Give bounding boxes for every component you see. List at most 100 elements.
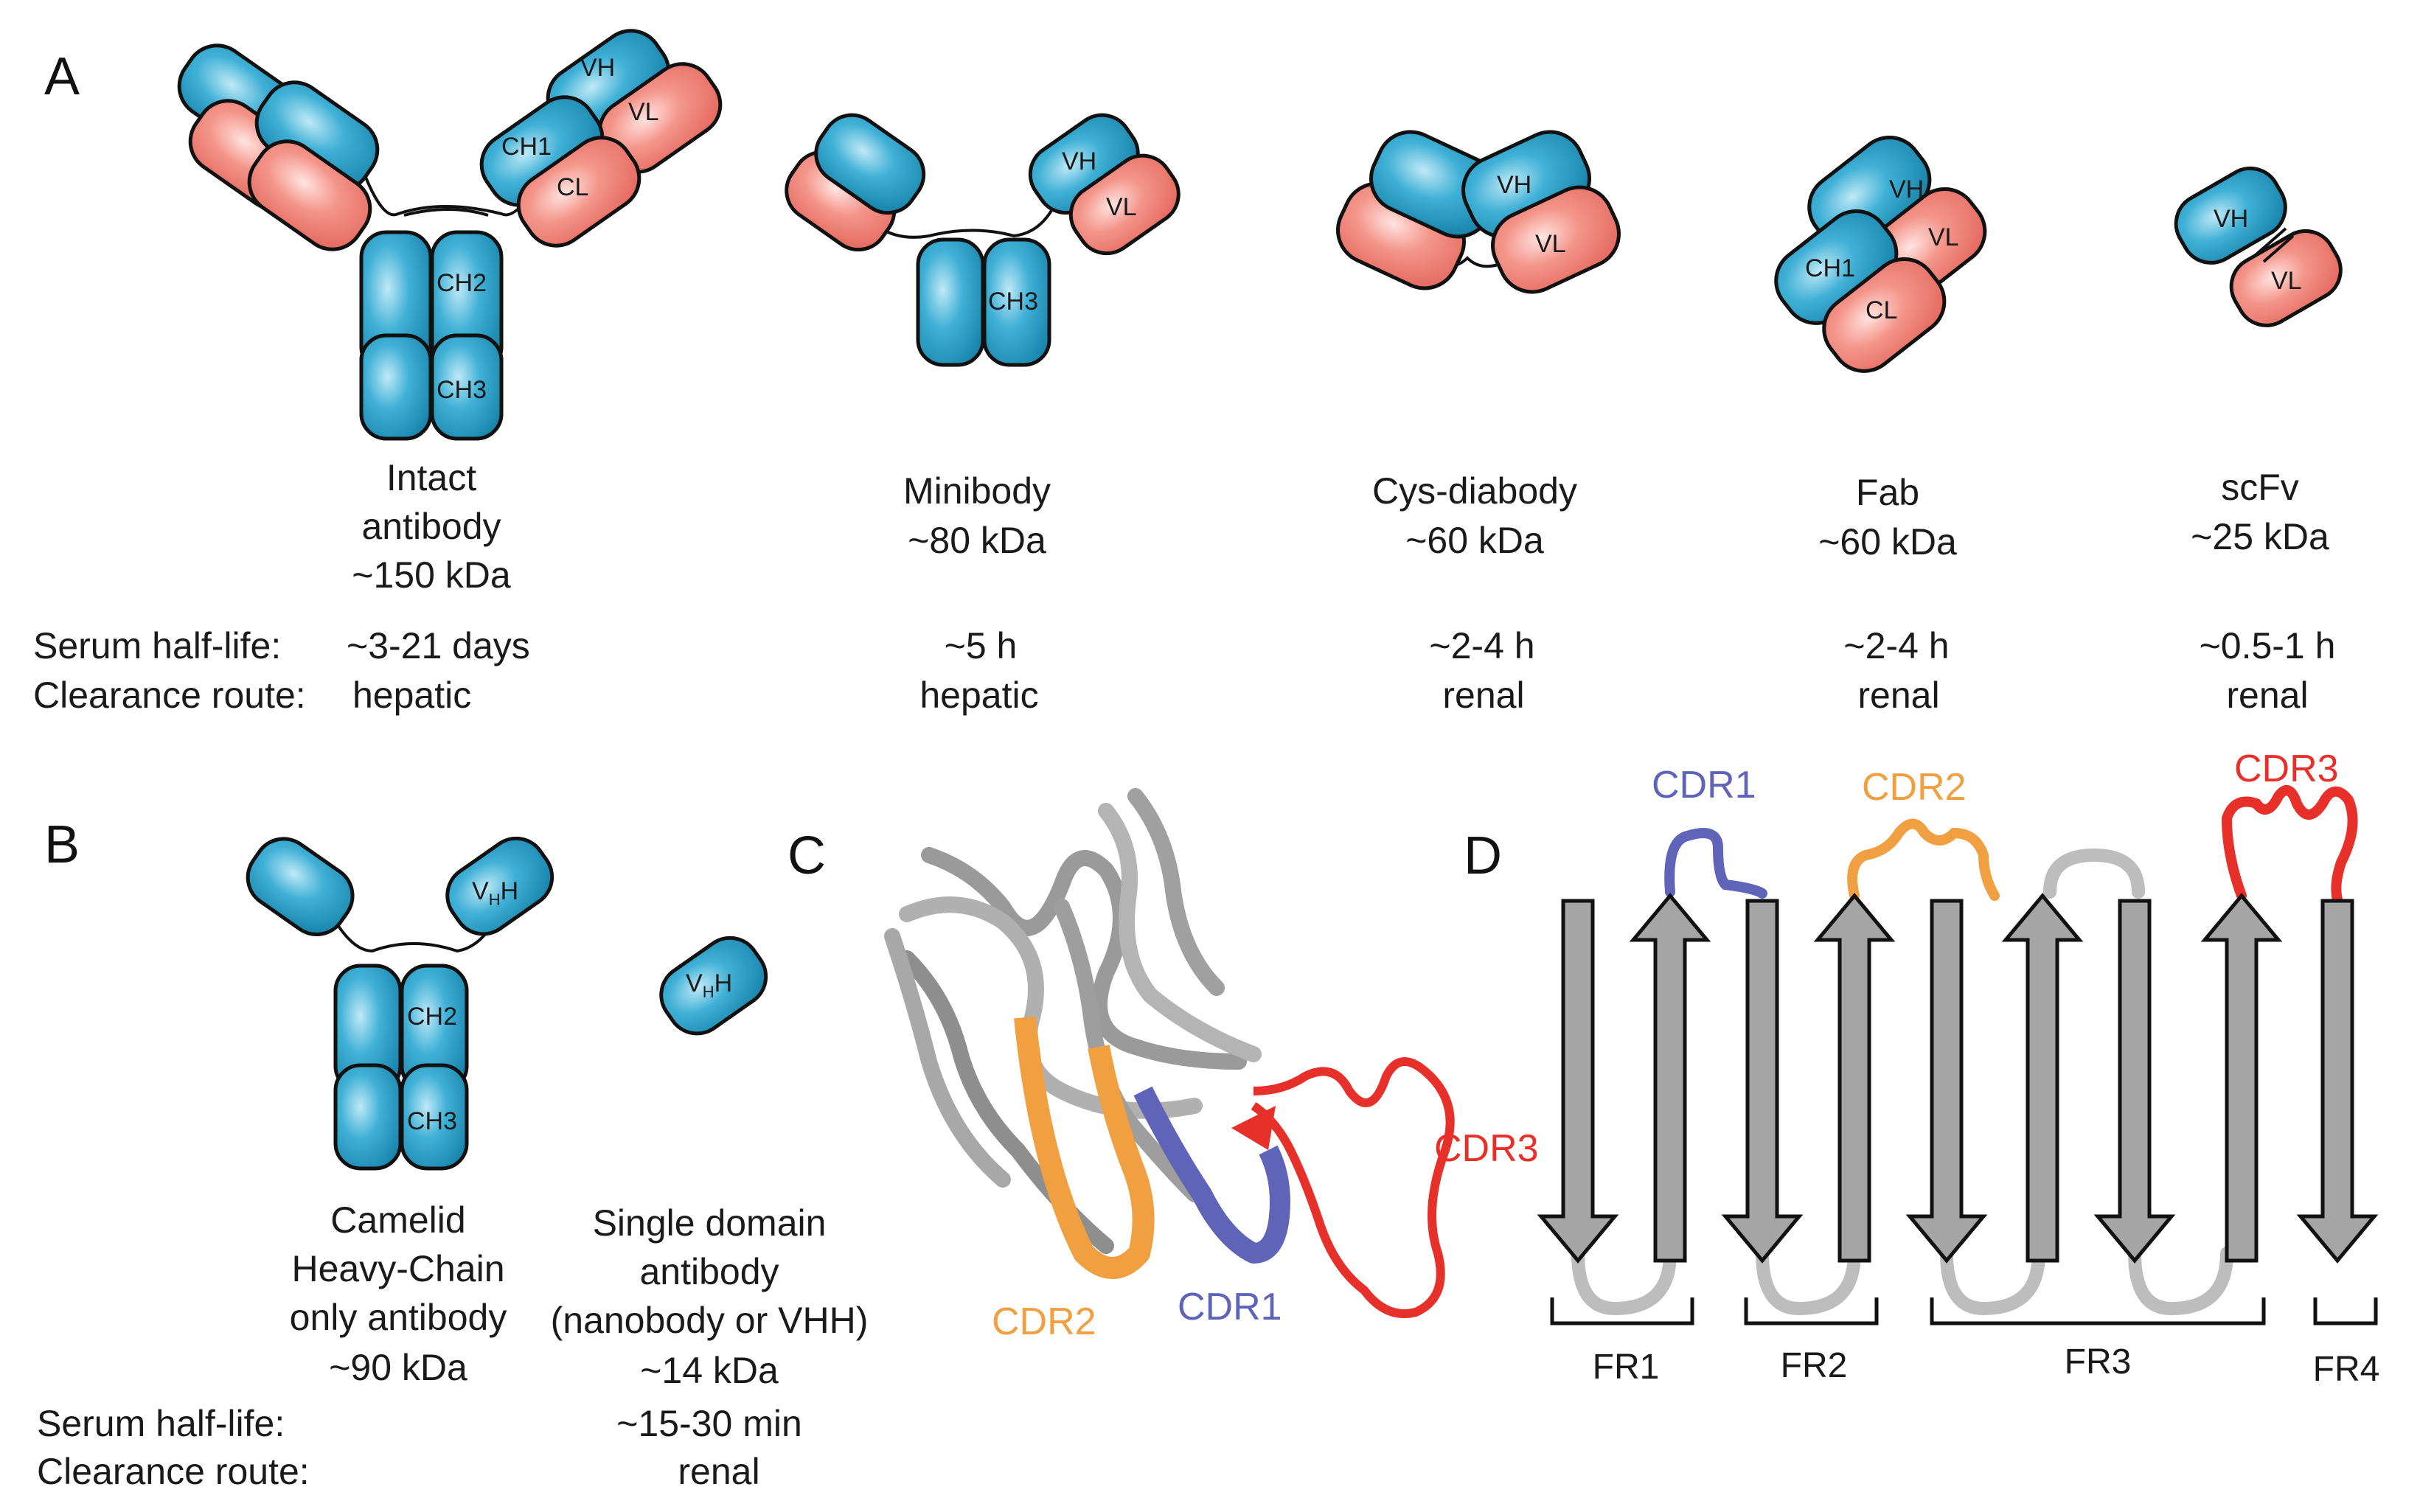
vhh-domain — [659, 936, 768, 1036]
ch3-domain — [430, 333, 504, 441]
domain-label: CH3 — [988, 288, 1038, 316]
format-mass: ~60 kDa — [1405, 520, 1544, 561]
clearance-value: renal — [1857, 675, 1939, 716]
minibody-diagram: VH VL CH3 — [785, 113, 1181, 367]
clearance-value: hepatic — [352, 675, 471, 716]
clearance-value: renal — [678, 1451, 759, 1492]
format-name: Minibody — [903, 470, 1051, 512]
half-life-value: ~2-4 h — [1429, 625, 1534, 666]
clearance-value: hepatic — [919, 675, 1038, 716]
fr4-bracket — [2313, 1297, 2378, 1325]
vh-domain — [2174, 166, 2287, 265]
vl-domain — [1491, 185, 1621, 294]
half-life-value: ~5 h — [945, 625, 1018, 666]
cdr1-label: CDR1 — [1652, 764, 1756, 806]
fr2-label: FR2 — [1781, 1346, 1848, 1385]
domain-label: VH — [1062, 147, 1096, 175]
format-mass: ~25 kDa — [2191, 516, 2329, 557]
cdr1-label: CDR1 — [1178, 1286, 1282, 1328]
cdr3-label: CDR3 — [2234, 748, 2339, 790]
scfv-diagram: VH VL — [2174, 166, 2343, 327]
format-mass: ~150 kDa — [352, 554, 511, 596]
cdr3-ribbon — [1251, 1057, 1455, 1318]
domain-label: CH2 — [437, 269, 487, 297]
domain-label: CL — [557, 173, 588, 201]
serum-half-life-label: Serum half-life: — [33, 625, 281, 666]
format-mass: ~14 kDa — [640, 1350, 779, 1391]
strand-arrow-down — [1905, 899, 1988, 1264]
cdr3-strand-arrow — [1231, 1106, 1276, 1150]
panel-d-label: D — [1464, 826, 1502, 885]
ch3-domain — [359, 333, 433, 441]
cdr3-loop — [2221, 785, 2358, 905]
serum-half-life-label: Serum half-life: — [37, 1403, 285, 1444]
panel-b-label: B — [44, 815, 80, 874]
strand-arrow-up — [1813, 893, 1896, 1263]
domain-label: CH1 — [501, 133, 552, 161]
strand-arrow-up — [1629, 893, 1711, 1263]
domain-label: CH3 — [407, 1107, 457, 1135]
cdr3-label: CDR3 — [1434, 1127, 1539, 1170]
vl-domain — [1068, 153, 1181, 256]
ch3-domain — [333, 1063, 403, 1171]
domain-label: VH — [1497, 171, 1531, 199]
cys-diabody-diagram: VH VL — [1336, 130, 1621, 294]
cdr2-label: CDR2 — [992, 1300, 1096, 1343]
format-mass: ~90 kDa — [329, 1347, 467, 1388]
domain-label: CH3 — [437, 376, 487, 404]
half-life-value: ~15-30 min — [616, 1403, 802, 1444]
clearance-value: renal — [1442, 675, 1524, 716]
fr1-bracket — [1550, 1297, 1694, 1325]
domain-label: VL — [1535, 230, 1566, 258]
fr3-label: FR3 — [2065, 1342, 2132, 1382]
cl-domain — [247, 139, 372, 251]
panel-c-label: C — [787, 826, 826, 885]
domain-label: VHH — [686, 969, 732, 1001]
half-life-value: ~0.5-1 h — [2200, 625, 2336, 666]
cdr2-label: CDR2 — [1862, 766, 1967, 809]
format-name: Cys-diabody — [1372, 470, 1577, 512]
format-name: scFv — [2221, 467, 2299, 508]
clearance-value: renal — [2226, 675, 2308, 716]
strand-arrow-up — [2001, 893, 2084, 1263]
topology-diagram — [1537, 785, 2379, 1325]
strand-arrow-down — [2093, 899, 2176, 1264]
domain-label: VL — [1106, 193, 1137, 221]
domain-label: CH1 — [1805, 254, 1855, 282]
vh-domain — [814, 113, 926, 215]
fab-diagram: VH VL CH1 CL — [1774, 135, 1987, 373]
domain-label: VL — [628, 98, 659, 126]
strand-arrow-down — [1537, 899, 1619, 1264]
cdr1-loop — [1664, 828, 1767, 899]
fr1-label: FR1 — [1593, 1348, 1660, 1387]
vhh-domain — [246, 837, 355, 936]
cl-domain — [516, 136, 641, 248]
format-mass: ~80 kDa — [908, 520, 1046, 561]
domain-label: VL — [1928, 223, 1959, 251]
vhh-structure-ribbon — [884, 788, 1455, 1318]
cdr2-loop — [1847, 818, 2000, 901]
domain-label: VH — [1889, 175, 1924, 203]
domain-label: CL — [1866, 296, 1897, 324]
cl-domain — [1822, 257, 1947, 373]
vhh-domain — [445, 836, 554, 936]
fr4-label: FR4 — [2313, 1350, 2380, 1389]
clearance-route-label: Clearance route: — [37, 1451, 310, 1492]
strand-arrow-down — [1721, 899, 1804, 1264]
panel-a-label: A — [44, 47, 80, 106]
cdr1-ribbon — [1133, 1086, 1290, 1264]
clearance-route-label: Clearance route: — [33, 675, 306, 716]
strand-arrow-up — [2200, 893, 2283, 1263]
vl-domain — [2229, 229, 2343, 327]
domain-label: CH2 — [407, 1003, 457, 1031]
cdr2-ribbon — [1014, 1016, 1155, 1279]
fr2-bracket — [1744, 1297, 1879, 1325]
camelid-antibody-diagram: VHH CH2 CH3 — [246, 836, 554, 1171]
ch3-domain — [400, 1063, 469, 1171]
